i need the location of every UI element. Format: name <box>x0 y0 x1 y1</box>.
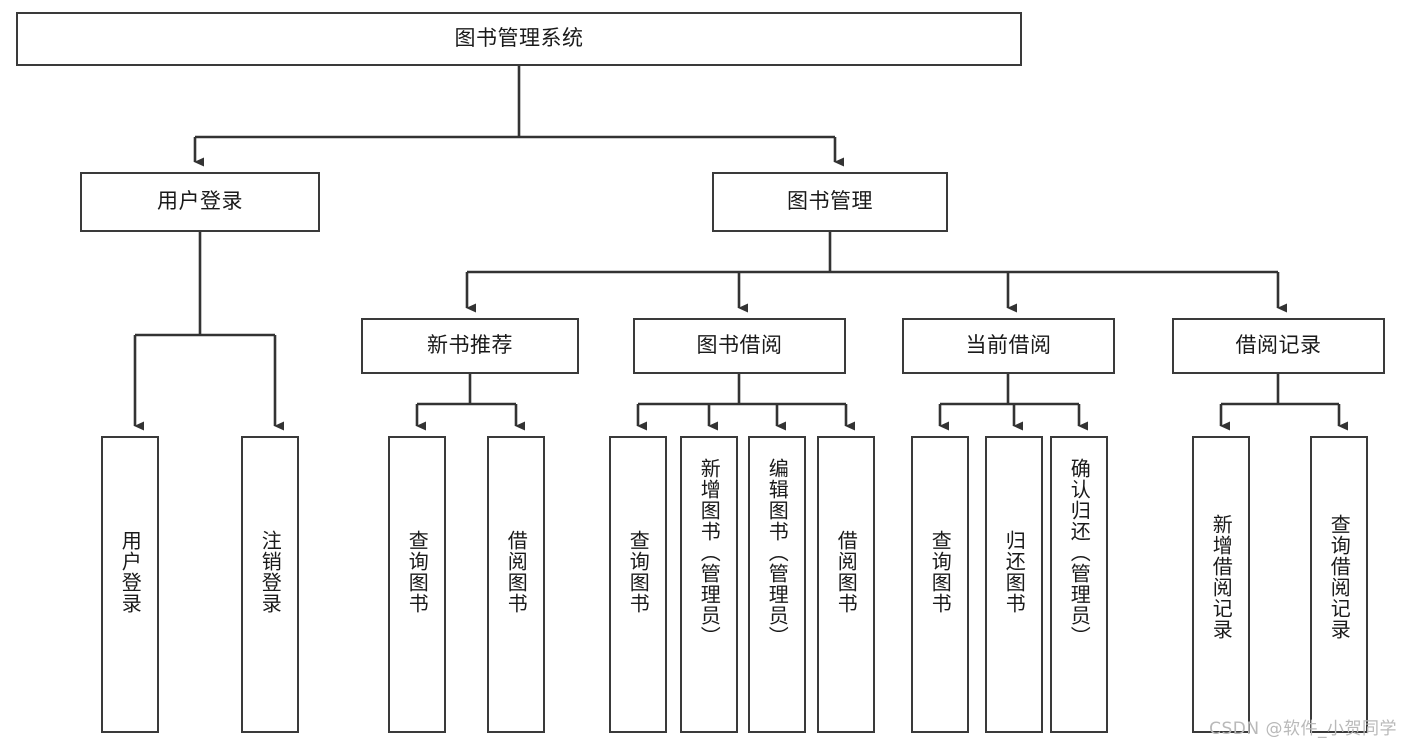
node-leaf-add-record[interactable]: 新增借阅记录 <box>1192 436 1250 733</box>
node-leaf-logout[interactable]: 注销登录 <box>241 436 299 733</box>
node-book-borrow[interactable]: 图书借阅 <box>633 318 846 374</box>
node-leaf-user-login[interactable]: 用户登录 <box>101 436 159 733</box>
node-leaf-return-book-label: 归还图书 <box>1002 530 1027 614</box>
node-leaf-query-book-current[interactable]: 查询图书 <box>911 436 969 733</box>
node-current-borrow[interactable]: 当前借阅 <box>902 318 1115 374</box>
node-book-management-label: 图书管理 <box>787 189 873 214</box>
node-leaf-borrow-book[interactable]: 借阅图书 <box>817 436 875 733</box>
node-leaf-user-login-label: 用户登录 <box>118 530 143 614</box>
node-leaf-query-book-rec-label: 查询图书 <box>405 530 430 614</box>
node-leaf-return-book[interactable]: 归还图书 <box>985 436 1043 733</box>
node-current-borrow-label: 当前借阅 <box>965 333 1052 358</box>
node-leaf-query-book-borrow[interactable]: 查询图书 <box>609 436 667 733</box>
node-leaf-query-book-rec[interactable]: 查询图书 <box>388 436 446 733</box>
node-leaf-add-record-label: 新增借阅记录 <box>1209 514 1234 640</box>
node-leaf-edit-book[interactable]: 编辑图书（管理员） <box>748 436 806 733</box>
node-book-borrow-label: 图书借阅 <box>696 333 783 358</box>
node-leaf-query-record[interactable]: 查询借阅记录 <box>1310 436 1368 733</box>
node-leaf-query-record-label: 查询借阅记录 <box>1327 514 1352 640</box>
node-root[interactable]: 图书管理系统 <box>16 12 1022 66</box>
node-leaf-edit-book-label: 编辑图书（管理员） <box>765 458 790 647</box>
node-new-book-recommend-label: 新书推荐 <box>427 333 513 358</box>
node-user-login-label: 用户登录 <box>157 189 243 214</box>
node-borrow-record[interactable]: 借阅记录 <box>1172 318 1385 374</box>
node-leaf-logout-label: 注销登录 <box>258 530 283 614</box>
node-leaf-add-book[interactable]: 新增图书（管理员） <box>680 436 738 733</box>
node-leaf-confirm-return[interactable]: 确认归还（管理员） <box>1050 436 1108 733</box>
node-leaf-query-book-borrow-label: 查询图书 <box>626 530 651 614</box>
node-new-book-recommend[interactable]: 新书推荐 <box>361 318 579 374</box>
node-leaf-borrow-book-rec[interactable]: 借阅图书 <box>487 436 545 733</box>
node-leaf-borrow-book-rec-label: 借阅图书 <box>504 530 529 614</box>
node-leaf-query-book-current-label: 查询图书 <box>928 530 953 614</box>
watermark: CSDN @软件_小贺同学 <box>1209 719 1397 739</box>
node-book-management[interactable]: 图书管理 <box>712 172 948 232</box>
node-user-login[interactable]: 用户登录 <box>80 172 320 232</box>
node-leaf-borrow-book-label: 借阅图书 <box>834 530 859 614</box>
node-leaf-confirm-return-label: 确认归还（管理员） <box>1067 458 1092 647</box>
node-root-label: 图书管理系统 <box>454 26 584 51</box>
node-borrow-record-label: 借阅记录 <box>1235 333 1322 358</box>
node-leaf-add-book-label: 新增图书（管理员） <box>697 458 722 647</box>
